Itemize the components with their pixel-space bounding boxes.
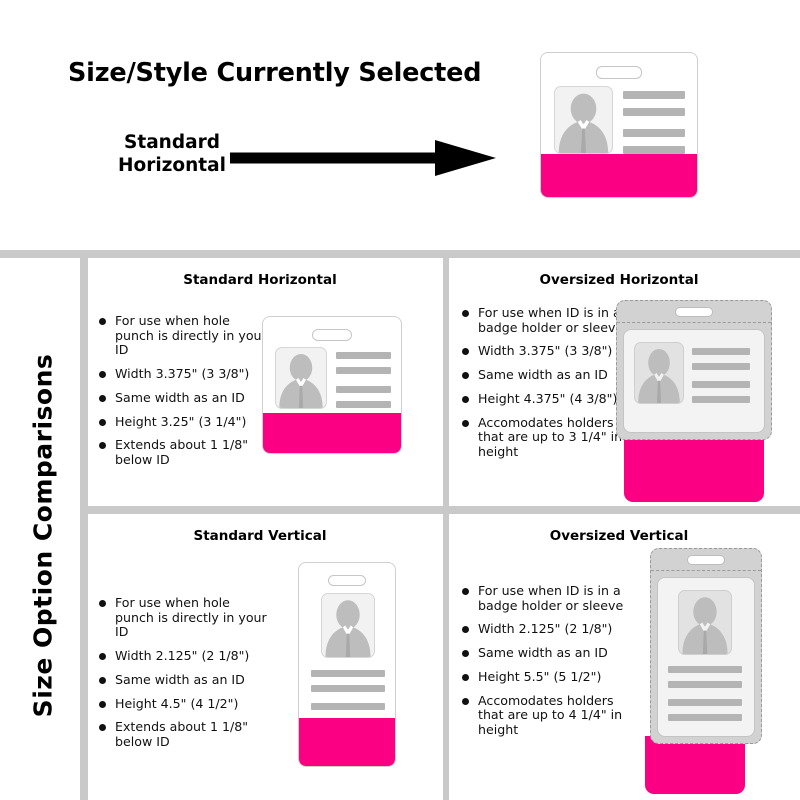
avatar [678, 590, 732, 655]
pink-extension [624, 440, 764, 502]
comparison-title: Oversized Horizontal [539, 272, 699, 288]
holder-slot-band [651, 549, 761, 571]
comparison-cell-standard-horizontal: Standard Horizontal For use when hole pu… [88, 258, 443, 506]
avatar [554, 86, 613, 154]
pink-extension [299, 718, 395, 766]
list-item: Width 2.125" (2 1/8") [98, 648, 268, 664]
selected-style-line-1: Standard [124, 132, 220, 153]
comparison-bullet-list: For use when hole punch is directly in y… [98, 313, 268, 477]
comparison-title: Standard Horizontal [183, 272, 337, 288]
pink-extension [541, 154, 697, 197]
list-item: Accomodates holders that are up to 4 1/4… [461, 693, 636, 738]
list-item: Extends about 1 1/8" below ID [98, 719, 268, 749]
comparison-title: Standard Vertical [193, 528, 327, 544]
list-item: For use when hole punch is directly in y… [98, 313, 268, 358]
list-item: Width 2.125" (2 1/8") [461, 622, 636, 637]
divider-horizontal-top [0, 250, 800, 258]
list-item: Height 3.25" (3 1/4") [98, 414, 268, 430]
badge-preview-standard-horizontal [540, 52, 698, 198]
list-item: Height 5.5" (5 1/2") [461, 669, 636, 685]
comparison-cell-oversized-vertical: Oversized Vertical For use when ID is in… [449, 514, 800, 800]
comparison-cell-oversized-horizontal: Oversized Horizontal For use when ID is … [449, 258, 800, 506]
divider-horizontal-middle [88, 506, 800, 514]
list-item: Width 3.375" (3 3/8") [98, 366, 268, 382]
divider-vertical-top-row [443, 258, 449, 506]
list-item: Height 4.375" (4 3/8") [461, 391, 631, 407]
list-item: Same width as an ID [461, 645, 636, 661]
list-item: For use when ID is in a badge holder or … [461, 305, 631, 335]
comparison-title: Oversized Vertical [549, 528, 689, 544]
section-title-size-option-comparisons: Size Option Comparisons [28, 353, 58, 718]
avatar [321, 593, 375, 658]
list-item: Same width as an ID [98, 390, 268, 406]
selected-style-line-2: Horizontal [118, 154, 226, 176]
badge-holder-sleeve [616, 300, 772, 440]
divider-vertical-bottom-row [443, 514, 449, 800]
badge-figure-standard-vertical [298, 562, 396, 767]
slot-hole [675, 307, 713, 317]
comparison-bullet-list: For use when ID is in a badge holder or … [461, 305, 631, 469]
avatar [275, 347, 327, 409]
comparison-bullet-list: For use when hole punch is directly in y… [98, 595, 268, 759]
page-title: Size/Style Currently Selected [68, 58, 482, 88]
avatar [634, 342, 684, 404]
list-item: Accomodates holders that are up to 3 1/4… [461, 415, 631, 460]
comparison-cell-standard-vertical: Standard Vertical For use when hole punc… [88, 514, 443, 800]
list-item: For use when hole punch is directly in y… [98, 595, 268, 640]
divider-vertical-sidebar [80, 258, 88, 800]
badge-figure-oversized-horizontal [616, 300, 772, 502]
list-item: Same width as an ID [461, 367, 631, 383]
pink-extension [645, 736, 745, 794]
badge-figure-standard-horizontal [262, 316, 402, 454]
pink-extension [263, 413, 401, 453]
badge-figure-oversized-vertical [645, 548, 762, 794]
badge-holder-sleeve [650, 548, 762, 744]
list-item: Extends about 1 1/8" below ID [98, 437, 268, 467]
comparison-bullet-list: For use when ID is in a badge holder or … [461, 583, 636, 747]
list-item: Width 3.375" (3 3/8") [461, 344, 631, 359]
slot-hole [687, 555, 725, 565]
holder-slot-band [617, 301, 771, 323]
list-item: Same width as an ID [98, 672, 268, 688]
list-item: Height 4.5" (4 1/2") [98, 696, 268, 712]
selected-style-label: Standard Horizontal [92, 132, 252, 177]
list-item: For use when ID is in a badge holder or … [461, 583, 636, 613]
right-arrow-icon [230, 140, 496, 176]
